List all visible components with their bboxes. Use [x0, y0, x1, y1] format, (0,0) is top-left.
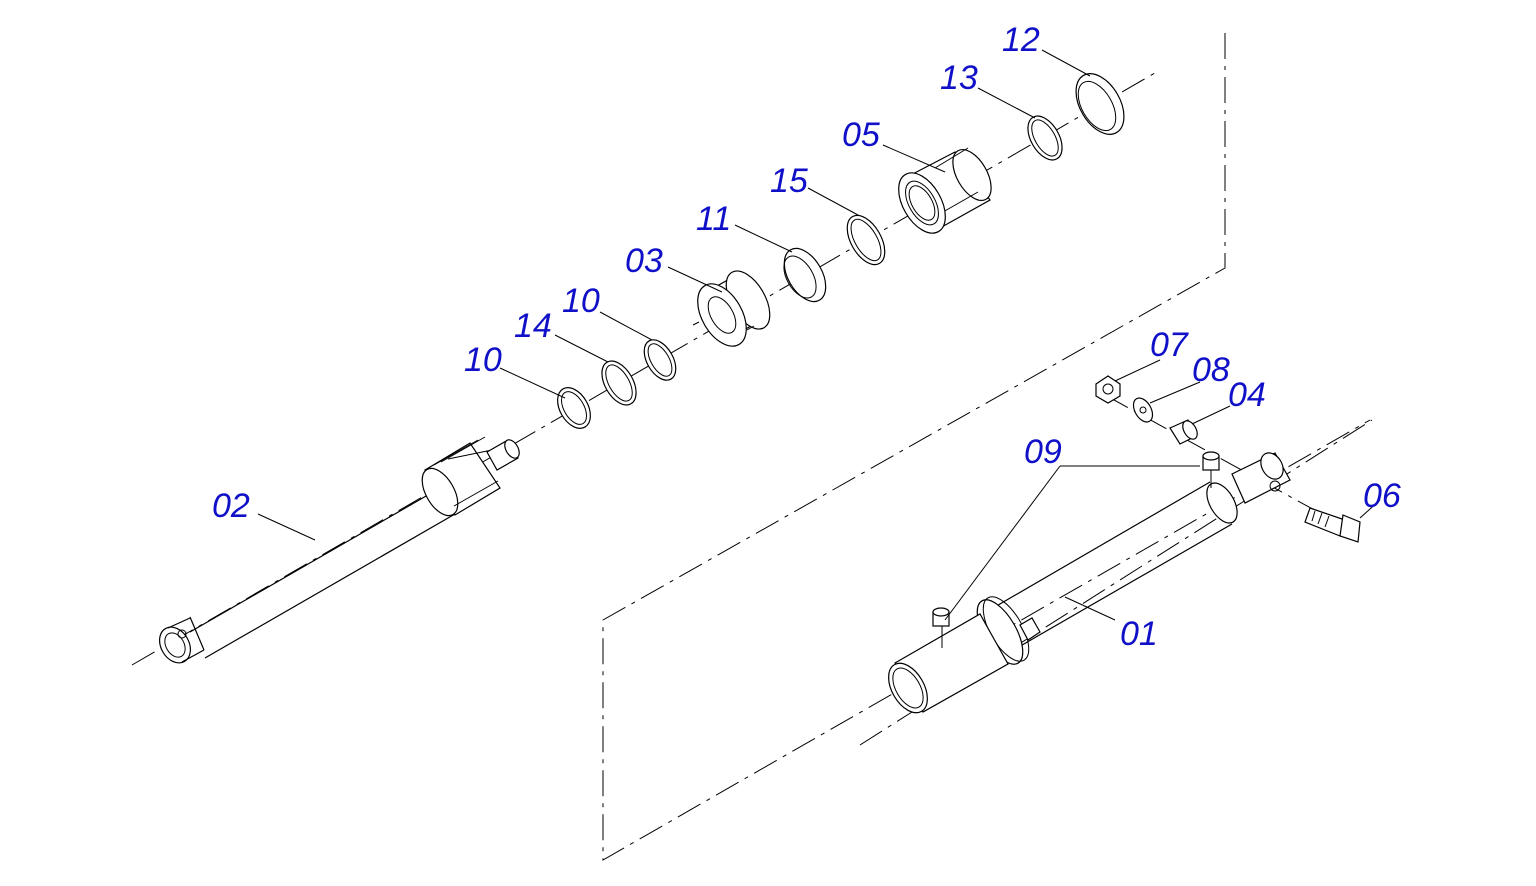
piston-rod-part-02 [158, 436, 520, 664]
bolt-part-06 [1304, 507, 1361, 543]
callout-10-lower: 10 [464, 341, 502, 379]
o-ring-part-15 [846, 214, 886, 266]
centerlines [131, 33, 1373, 861]
callout-01: 01 [1120, 615, 1158, 653]
washer-part-08 [1132, 397, 1154, 423]
callouts: 01 02 03 04 05 06 07 08 09 10 10 11 12 1… [212, 21, 1401, 653]
callout-12: 12 [1002, 21, 1040, 59]
bushing-part-04 [1169, 419, 1198, 445]
cylinder-barrel-part-01 [888, 452, 1291, 714]
callout-09: 09 [1024, 433, 1062, 471]
callout-13: 13 [940, 59, 978, 97]
leader-lines [257, 49, 1381, 621]
callout-11: 11 [696, 200, 731, 238]
nut-part-07 [1095, 375, 1121, 404]
callout-04: 04 [1228, 376, 1266, 414]
guide-ring-part-11 [783, 247, 827, 303]
backup-ring-part-14 [601, 360, 637, 406]
gland-part-05 [898, 147, 992, 234]
callout-14: 14 [514, 307, 552, 345]
piston-nut-part-03 [692, 270, 771, 347]
grease-nipple-part-09-front [932, 607, 950, 627]
grease-nipple-part-09-rear [1202, 451, 1220, 488]
callout-02: 02 [212, 487, 250, 525]
callout-10-upper: 10 [562, 282, 600, 320]
callout-07: 07 [1150, 326, 1189, 364]
seal-ring-part-10-upper [643, 339, 677, 381]
o-ring-part-13 [1027, 115, 1063, 161]
callout-05: 05 [842, 116, 880, 154]
wiper-ring-part-12 [1075, 73, 1125, 135]
callout-06: 06 [1363, 477, 1401, 515]
callout-03: 03 [625, 242, 663, 280]
callout-08: 08 [1192, 351, 1230, 389]
callout-15: 15 [770, 162, 808, 200]
seal-ring-part-10-lower [557, 387, 591, 429]
